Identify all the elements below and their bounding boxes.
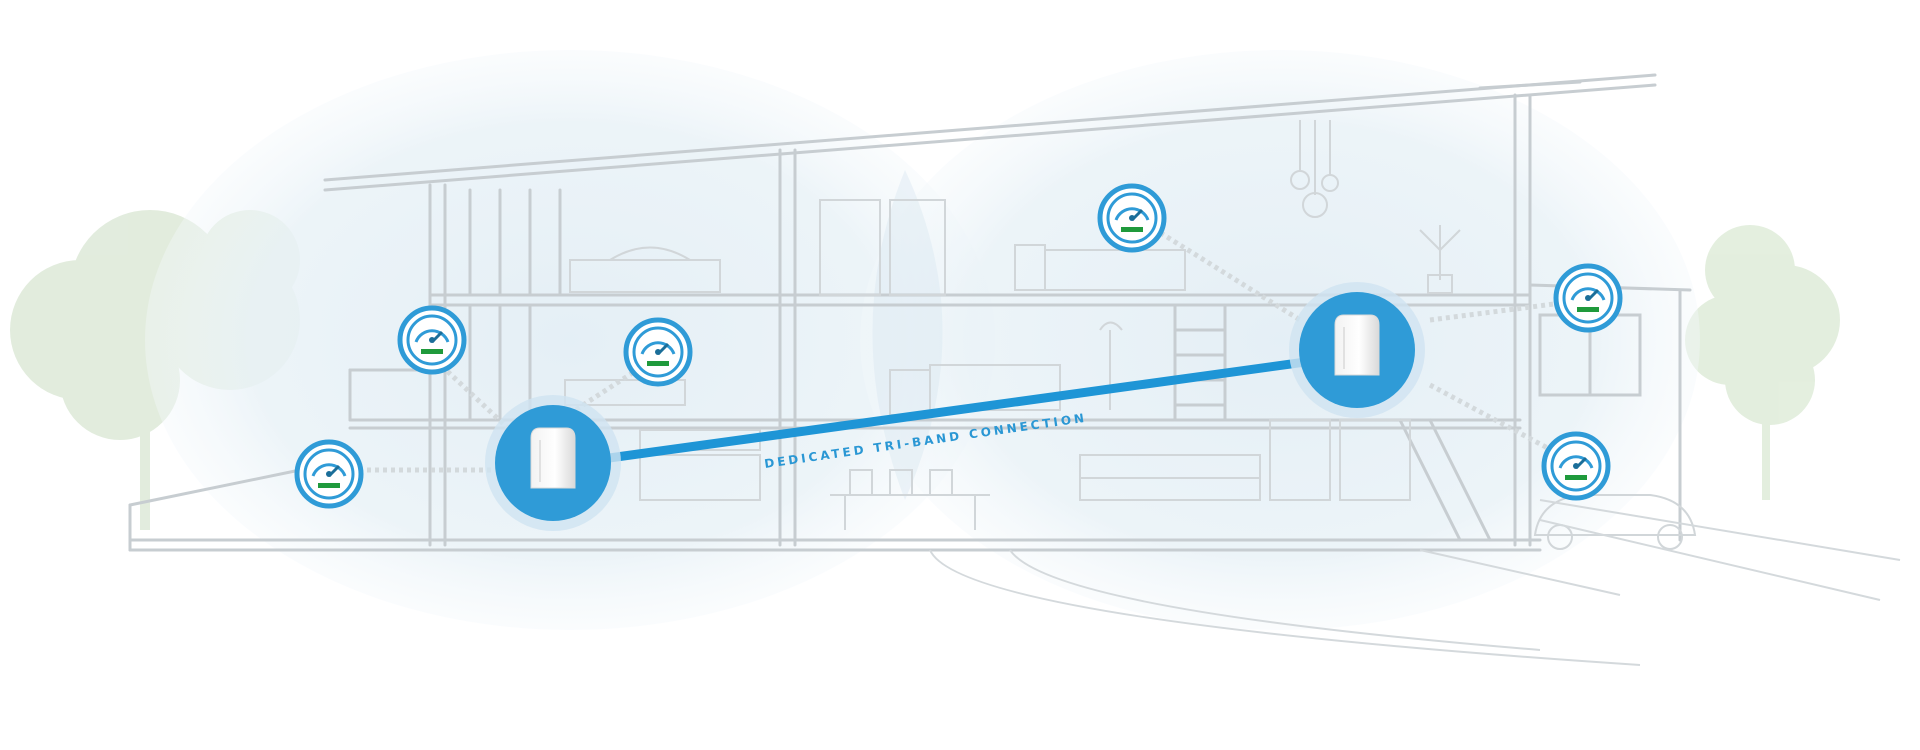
client-device-6: [1541, 431, 1611, 501]
router-unit-icon: [530, 427, 576, 489]
satellite-node: [1289, 282, 1425, 418]
satellite-unit-icon: [1334, 314, 1380, 376]
tree-right: [1685, 225, 1840, 500]
backhaul-link: [575, 355, 1325, 467]
speedometer-icon: [294, 439, 364, 509]
client-device-5: [1553, 263, 1623, 333]
coverage-area-right: [860, 50, 1700, 630]
client-device-1: [294, 439, 364, 509]
client-device-4: [1097, 183, 1167, 253]
router-node: [485, 395, 621, 531]
speedometer-icon: [623, 317, 693, 387]
client-device-2: [397, 305, 467, 375]
speedometer-icon: [1097, 183, 1167, 253]
client-device-3: [623, 317, 693, 387]
interior-details: [564, 120, 1697, 550]
speedometer-icon: [397, 305, 467, 375]
speedometer-icon: [1553, 263, 1623, 333]
speedometer-icon: [1541, 431, 1611, 501]
ground-lines: [929, 499, 1901, 666]
